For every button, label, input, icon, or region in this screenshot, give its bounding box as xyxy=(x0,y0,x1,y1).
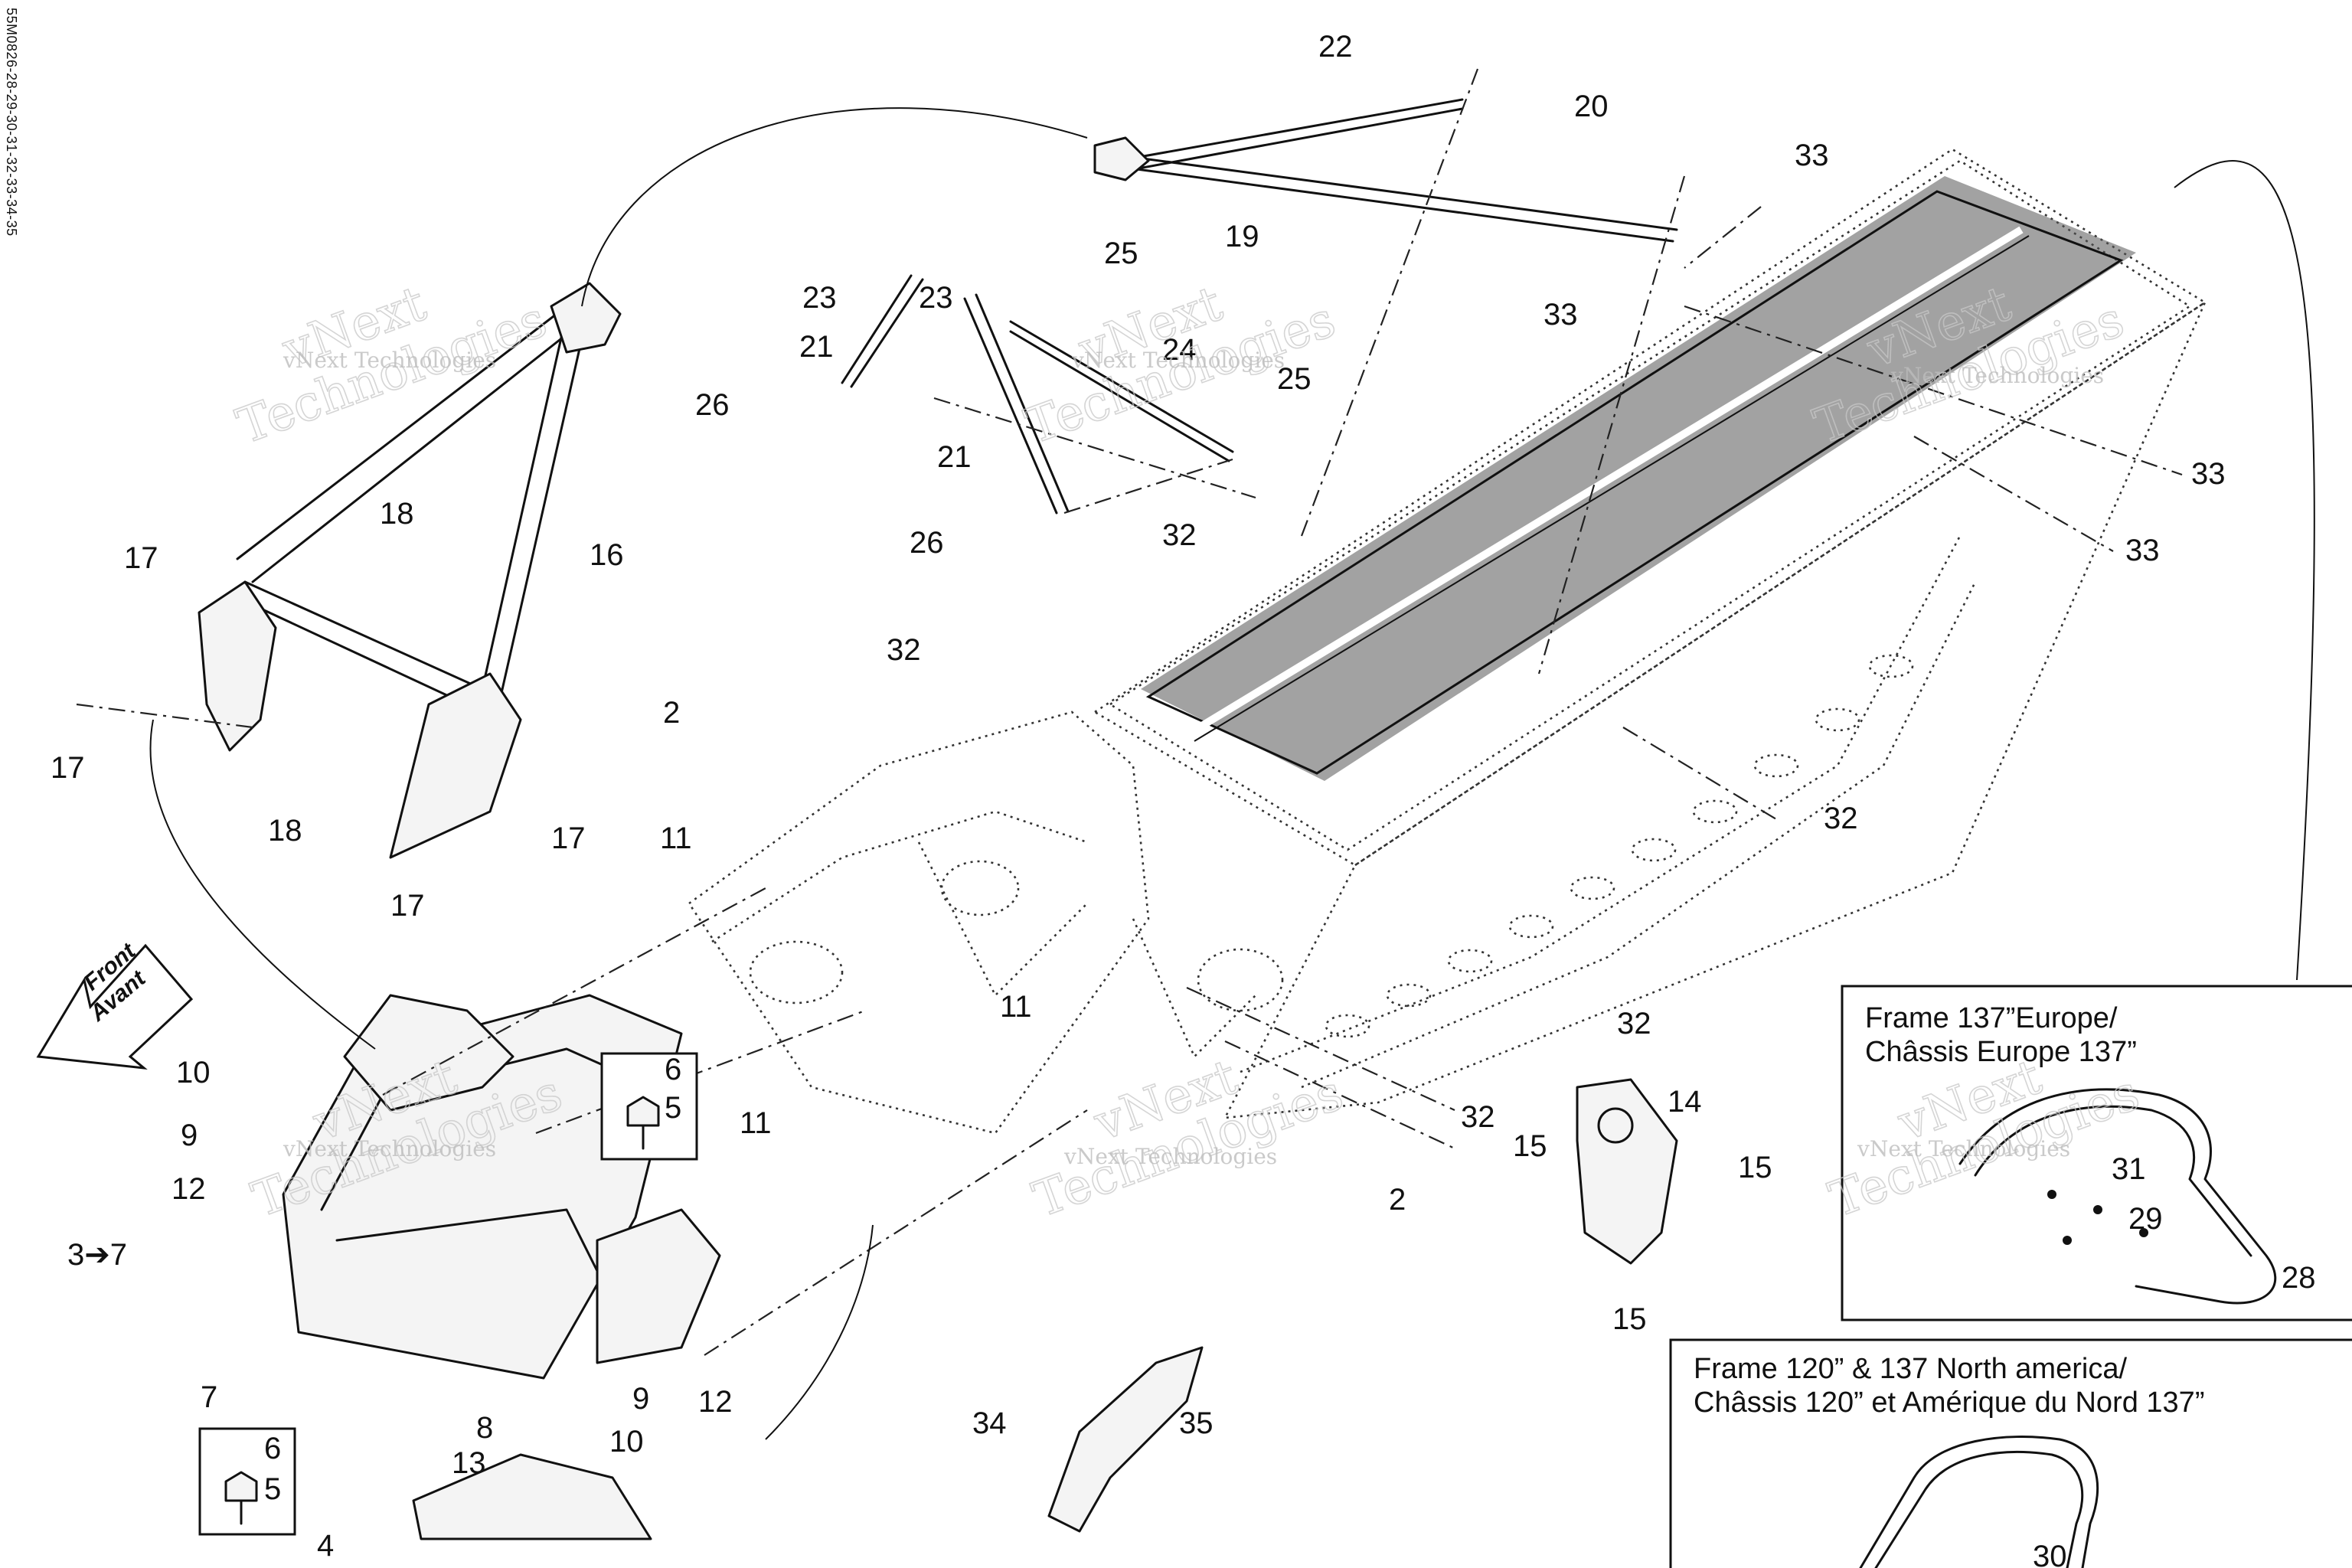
callout-5a: 5 xyxy=(665,1091,681,1125)
front-bulkhead-parts xyxy=(282,994,721,1540)
callout-3to7: 3➔7 xyxy=(67,1238,127,1272)
callout-2b: 2 xyxy=(1389,1183,1406,1217)
callout-8: 8 xyxy=(476,1411,493,1445)
callout-32a: 32 xyxy=(1162,518,1197,552)
inset-europe-title-2: Châssis Europe 137” xyxy=(1865,1036,2137,1068)
watermark-2c: vNext Technologies xyxy=(1071,348,1285,373)
detail-box-upper: 6 5 xyxy=(600,1052,698,1161)
watermark-4c: vNext Technologies xyxy=(283,1136,496,1161)
callout-32e: 32 xyxy=(1461,1100,1495,1134)
callout-14: 14 xyxy=(1668,1085,1702,1119)
callout-23b: 23 xyxy=(919,281,953,315)
callout-13: 13 xyxy=(452,1446,486,1480)
callout-25b: 25 xyxy=(1277,362,1312,396)
drawing-code: 55M0826-28-29-30-31-32-33-34-35 xyxy=(4,8,19,237)
callout-15c: 15 xyxy=(1612,1302,1647,1336)
callout-32c: 32 xyxy=(1824,802,1858,835)
callout-12a: 12 xyxy=(172,1172,206,1206)
callout-32d: 32 xyxy=(1617,1007,1651,1040)
callout-23a: 23 xyxy=(802,281,837,315)
callout-21a: 21 xyxy=(799,330,834,364)
callout-15b: 15 xyxy=(1738,1151,1772,1184)
callout-26b: 26 xyxy=(910,526,944,560)
callouts: 22 20 33 19 33 33 33 25 25 23 23 24 21 2… xyxy=(51,30,2226,1563)
callout-25a: 25 xyxy=(1104,237,1138,270)
callout-5b: 5 xyxy=(264,1472,281,1506)
callout-26a: 26 xyxy=(695,388,730,422)
upper-braces xyxy=(841,98,1678,514)
callout-9b: 9 xyxy=(632,1382,649,1416)
front-support-assembly xyxy=(198,282,622,859)
callout-30: 30 xyxy=(2033,1540,2067,1568)
watermark-3c: vNext Technologies xyxy=(1890,363,2104,388)
callout-28: 28 xyxy=(2282,1261,2316,1295)
callout-11b: 11 xyxy=(1000,990,1032,1024)
detail-box-lower: 6 5 xyxy=(198,1427,296,1536)
callout-10a: 10 xyxy=(176,1056,211,1089)
callout-29: 29 xyxy=(2128,1202,2163,1236)
callout-24: 24 xyxy=(1162,333,1197,367)
inset-na-title-1: Frame 120” & 137 North america/ xyxy=(1694,1353,2127,1385)
inset-europe-title-1: Frame 137”Europe/ xyxy=(1865,1002,2118,1034)
callout-33c: 33 xyxy=(2191,457,2226,491)
callout-18a: 18 xyxy=(380,497,414,531)
callout-33b: 33 xyxy=(1544,298,1578,332)
callout-34: 34 xyxy=(972,1406,1007,1440)
inset-north-america: Frame 120” & 137 North america/ Châssis … xyxy=(1669,1338,2352,1568)
callout-20: 20 xyxy=(1574,90,1609,123)
callout-21b: 21 xyxy=(937,440,972,474)
callout-17a: 17 xyxy=(124,541,158,575)
callout-17b: 17 xyxy=(51,751,85,785)
watermark-6c: vNext Technologies xyxy=(1857,1136,2070,1161)
callout-2a: 2 xyxy=(663,696,680,730)
callout-18b: 18 xyxy=(268,814,302,848)
callout-12b: 12 xyxy=(698,1385,733,1419)
front-arrow: Front Avant xyxy=(36,938,194,1070)
callout-33d: 33 xyxy=(2125,534,2160,567)
rail-slots xyxy=(1325,654,1914,1038)
inset-europe: Frame 137”Europe/ Châssis Europe 137” 31… xyxy=(1841,985,2352,1321)
callout-9a: 9 xyxy=(181,1119,198,1152)
callout-11c: 11 xyxy=(740,1106,772,1140)
callout-32b: 32 xyxy=(887,633,921,667)
callout-35: 35 xyxy=(1179,1406,1214,1440)
watermark-5c: vNext Technologies xyxy=(1063,1144,1277,1169)
heat-exchanger xyxy=(1141,176,2136,781)
callout-6a: 6 xyxy=(665,1053,681,1086)
callout-16: 16 xyxy=(590,538,624,572)
callout-6b: 6 xyxy=(264,1432,281,1465)
callout-4: 4 xyxy=(317,1529,334,1563)
callout-19: 19 xyxy=(1225,220,1259,253)
side-mounts xyxy=(1047,1078,1678,1533)
callout-17c: 17 xyxy=(551,822,586,855)
callout-7: 7 xyxy=(201,1380,217,1414)
tunnel-frame xyxy=(688,148,2207,1135)
callout-17d: 17 xyxy=(390,889,425,923)
callout-11a: 11 xyxy=(660,822,692,855)
callout-10b: 10 xyxy=(609,1425,644,1459)
callout-31: 31 xyxy=(2112,1152,2146,1186)
watermark-1c: vNext Technologies xyxy=(283,348,496,373)
callout-15a: 15 xyxy=(1513,1129,1547,1163)
callout-33a: 33 xyxy=(1795,139,1829,172)
inset-na-title-2: Châssis 120” et Amérique du Nord 137” xyxy=(1694,1387,2204,1419)
assembly-leaders xyxy=(76,68,2315,1440)
callout-22: 22 xyxy=(1318,30,1353,64)
